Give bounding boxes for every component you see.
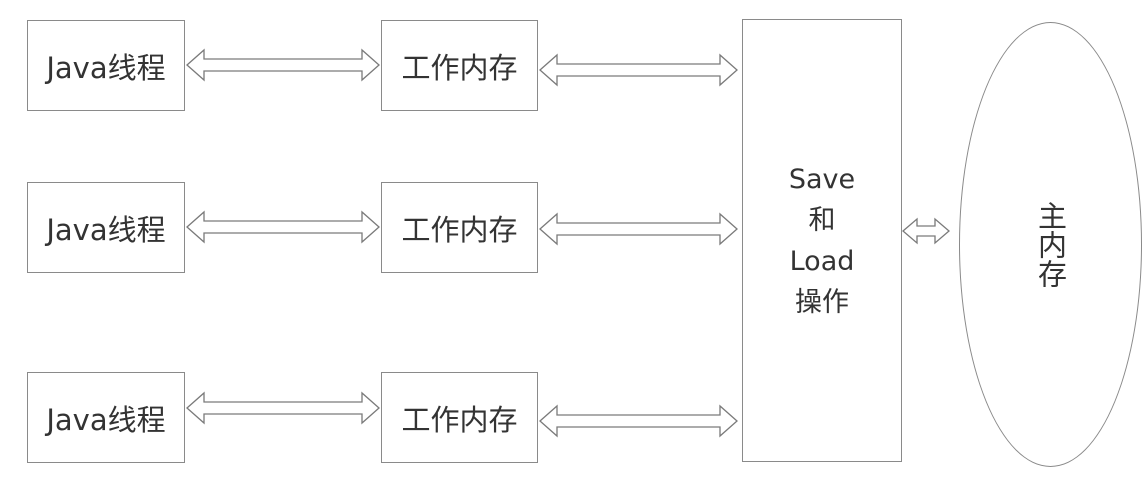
java-thread-box-3: Java线程 (27, 372, 185, 463)
operations-line-ops: 操作 (795, 286, 849, 318)
working-memory-label: 工作内存 (401, 212, 518, 247)
double-arrow-workmem-ops-2 (539, 212, 738, 246)
double-arrow-ops-mainmem (902, 217, 950, 245)
working-memory-label: 工作内存 (401, 50, 518, 85)
working-memory-box-2: 工作内存 (381, 182, 538, 273)
working-memory-box-1: 工作内存 (381, 20, 538, 111)
save-load-operations-box: Save 和 Load 操作 (742, 19, 902, 462)
double-arrow-workmem-ops-1 (539, 53, 738, 87)
operations-line-save: Save (788, 163, 856, 195)
operations-line-and: 和 (808, 204, 836, 236)
working-memory-label: 工作内存 (401, 402, 518, 437)
main-memory-ellipse: 主内存 (959, 22, 1142, 467)
java-thread-label: Java线程 (46, 402, 166, 437)
java-thread-box-2: Java线程 (27, 182, 185, 273)
double-arrow-thread-workmem-2 (186, 210, 380, 244)
java-thread-label: Java线程 (46, 50, 166, 85)
working-memory-box-3: 工作内存 (381, 372, 538, 463)
operations-line-load: Load (789, 245, 855, 277)
double-arrow-workmem-ops-3 (539, 404, 738, 438)
java-thread-box-1: Java线程 (27, 20, 185, 111)
double-arrow-thread-workmem-1 (186, 48, 380, 82)
main-memory-label: 主内存 (1033, 201, 1068, 288)
java-thread-label: Java线程 (46, 212, 166, 247)
double-arrow-thread-workmem-3 (186, 391, 380, 425)
